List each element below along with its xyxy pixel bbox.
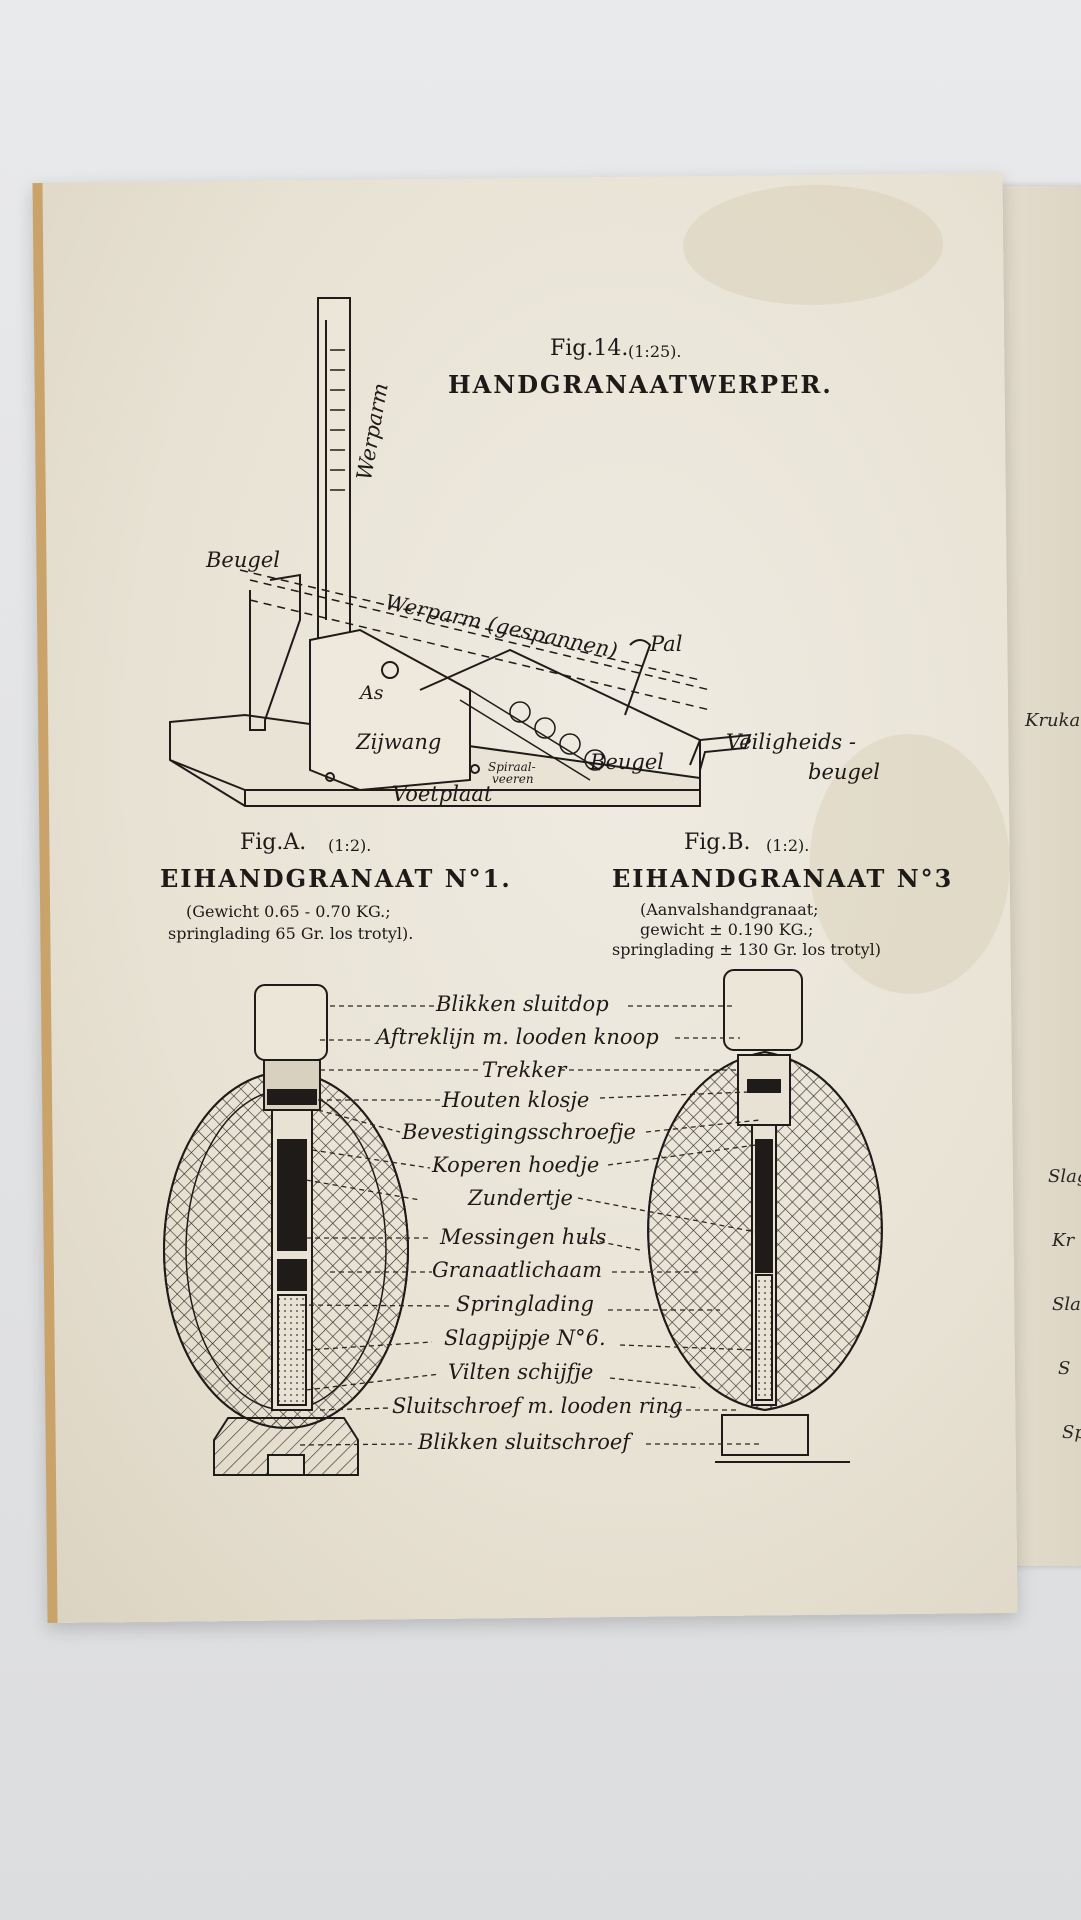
grenade-no3-drawing: [647, 969, 883, 1463]
part-label: Bevestigingsschroefje: [402, 1120, 636, 1144]
label-spiraal: Spiraal-: [488, 760, 536, 774]
facing-page-text: Sla: [1052, 1294, 1081, 1315]
label-veiligheids: Veiligheids -: [726, 730, 856, 754]
label-voetplaat: Voetplaat: [392, 782, 493, 806]
label-as: As: [360, 682, 384, 704]
part-label: Granaatlichaam: [432, 1258, 603, 1282]
part-label: Springlading: [456, 1292, 594, 1316]
label-beugel: Beugel: [206, 548, 280, 572]
figA-desc-1: (Gewicht 0.65 - 0.70 KG.;: [186, 902, 391, 921]
figB-desc-3: springlading ± 130 Gr. los trotyl): [612, 940, 881, 959]
label-beugel-3: beugel: [808, 760, 880, 784]
part-label: Sluitschroef m. looden ring: [392, 1394, 683, 1418]
part-label: Trekker: [482, 1058, 567, 1082]
part-label: Messingen huls: [440, 1225, 607, 1249]
part-label: Zundertje: [468, 1186, 573, 1210]
part-label: Blikken sluitdop: [436, 992, 609, 1016]
part-label: Aftreklijn m. looden knoop: [376, 1025, 659, 1049]
part-label: Koperen hoedje: [432, 1153, 600, 1177]
label-beugel-2: Beugel: [590, 750, 664, 774]
fig14-scale: (1:25).: [628, 342, 682, 361]
figA-number: Fig.A.: [240, 830, 307, 855]
facing-page-text: Kruka: [1025, 710, 1081, 731]
grenade-launcher-drawing: [169, 297, 752, 807]
figB-desc-1: (Aanvalshandgranaat;: [640, 900, 819, 919]
facing-page-text: Slag: [1048, 1166, 1081, 1187]
part-label: Vilten schijfje: [448, 1360, 594, 1384]
leader-lines: [299, 1005, 761, 1446]
figA-desc-2: springlading 65 Gr. los trotyl).: [168, 924, 414, 943]
figB-title: EIHANDGRANAAT N°3: [612, 864, 954, 893]
label-pal: Pal: [650, 632, 683, 656]
grenade-no1-drawing: [163, 984, 409, 1476]
fig14-number: Fig.14.: [550, 336, 629, 361]
facing-page-text: Sp: [1062, 1422, 1081, 1443]
part-label: Houten klosje: [442, 1088, 590, 1112]
label-zijwang: Zijwang: [356, 730, 442, 754]
part-label: Blikken sluitschroef: [418, 1430, 631, 1454]
figB-number: Fig.B.: [684, 830, 751, 855]
fig14-title: HANDGRANAATWERPER.: [448, 370, 833, 399]
part-label: Slagpijpje N°6.: [444, 1326, 606, 1350]
label-veeren: veeren: [492, 772, 534, 786]
facing-page-text: Kr: [1052, 1230, 1075, 1251]
figA-scale: (1:2).: [328, 836, 372, 855]
facing-page-text: S: [1058, 1358, 1071, 1379]
figA-title: EIHANDGRANAAT N°1.: [160, 864, 512, 893]
figB-scale: (1:2).: [766, 836, 810, 855]
figB-desc-2: gewicht ± 0.190 KG.;: [640, 920, 814, 939]
